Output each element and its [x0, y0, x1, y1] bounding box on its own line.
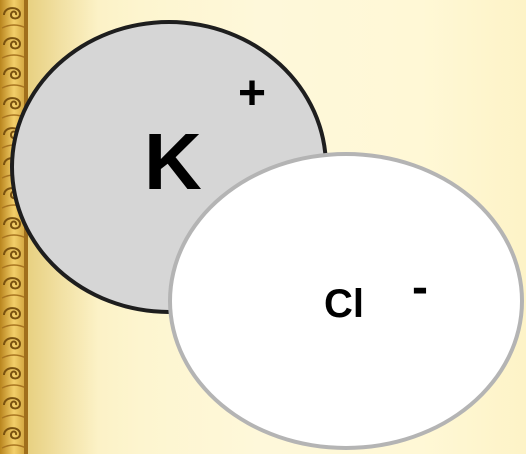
chloride-symbol: Cl: [324, 282, 364, 326]
chloride-charge: -: [412, 261, 428, 314]
potassium-symbol: K: [144, 117, 202, 206]
potassium-charge: +: [238, 67, 267, 120]
chloride-ion-circle: [168, 152, 524, 450]
